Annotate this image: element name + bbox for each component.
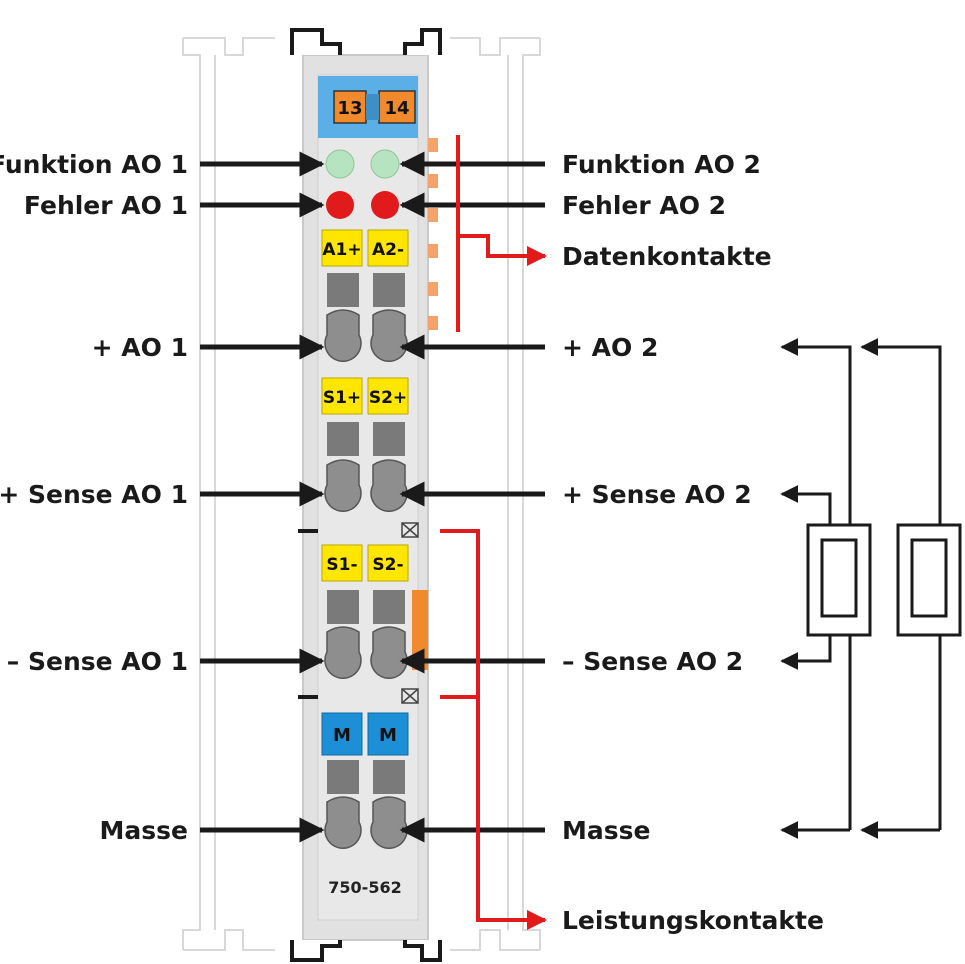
tag-a1-plus: A1+ bbox=[322, 240, 361, 260]
led-funktion-ao2 bbox=[370, 149, 400, 179]
tag-m2: M bbox=[379, 725, 397, 746]
terminal-14-label: 14 bbox=[384, 98, 409, 119]
tag-s2-plus: S2+ bbox=[369, 388, 407, 408]
tag-a2-minus: A2- bbox=[372, 240, 404, 260]
label-funktion-ao2: Funktion AO 2 bbox=[562, 150, 761, 179]
label-masse-right: Masse bbox=[562, 816, 650, 845]
terminal-group-a: A1+ A2- bbox=[321, 229, 409, 362]
led-fehler-ao1 bbox=[326, 191, 354, 219]
terminal-group-m: M M bbox=[321, 712, 409, 849]
power-contacts-indicator bbox=[440, 529, 547, 930]
label-plus-ao2: + AO 2 bbox=[562, 333, 658, 362]
right-arrows bbox=[399, 151, 545, 843]
label-plus-sense-ao1: + Sense AO 1 bbox=[0, 480, 188, 509]
led-funktion-ao1 bbox=[325, 149, 355, 179]
tag-s1-plus: S1+ bbox=[323, 388, 361, 408]
data-contacts-indicator bbox=[456, 135, 547, 332]
label-leistungskontakte: Leistungskontakte bbox=[562, 906, 824, 935]
terminal-group-s-minus: S1- S2- bbox=[321, 544, 409, 679]
label-minus-sense-ao1: – Sense AO 1 bbox=[7, 647, 188, 676]
status-leds bbox=[325, 149, 400, 219]
label-fehler-ao2: Fehler AO 2 bbox=[562, 191, 726, 220]
model-number: 750-562 bbox=[328, 878, 401, 897]
tag-s1-minus: S1- bbox=[326, 555, 357, 575]
top-terminal-block: 13 14 bbox=[318, 76, 418, 138]
led-fehler-ao2 bbox=[371, 191, 399, 219]
label-funktion-ao1: Funktion AO 1 bbox=[0, 150, 188, 179]
label-minus-sense-ao2: – Sense AO 2 bbox=[562, 647, 743, 676]
tag-s2-minus: S2- bbox=[372, 555, 403, 575]
label-datenkontakte: Datenkontakte bbox=[562, 242, 772, 271]
label-masse-left: Masse bbox=[100, 816, 188, 845]
terminal-13-label: 13 bbox=[337, 98, 362, 119]
label-plus-ao1: + AO 1 bbox=[92, 333, 188, 362]
left-arrows bbox=[200, 151, 325, 843]
label-plus-sense-ao2: + Sense AO 2 bbox=[562, 480, 752, 509]
load-schematic bbox=[780, 338, 962, 839]
tag-m1: M bbox=[333, 725, 351, 746]
label-fehler-ao1: Fehler AO 1 bbox=[24, 191, 188, 220]
terminal-group-s-plus: S1+ S2+ bbox=[321, 377, 409, 512]
